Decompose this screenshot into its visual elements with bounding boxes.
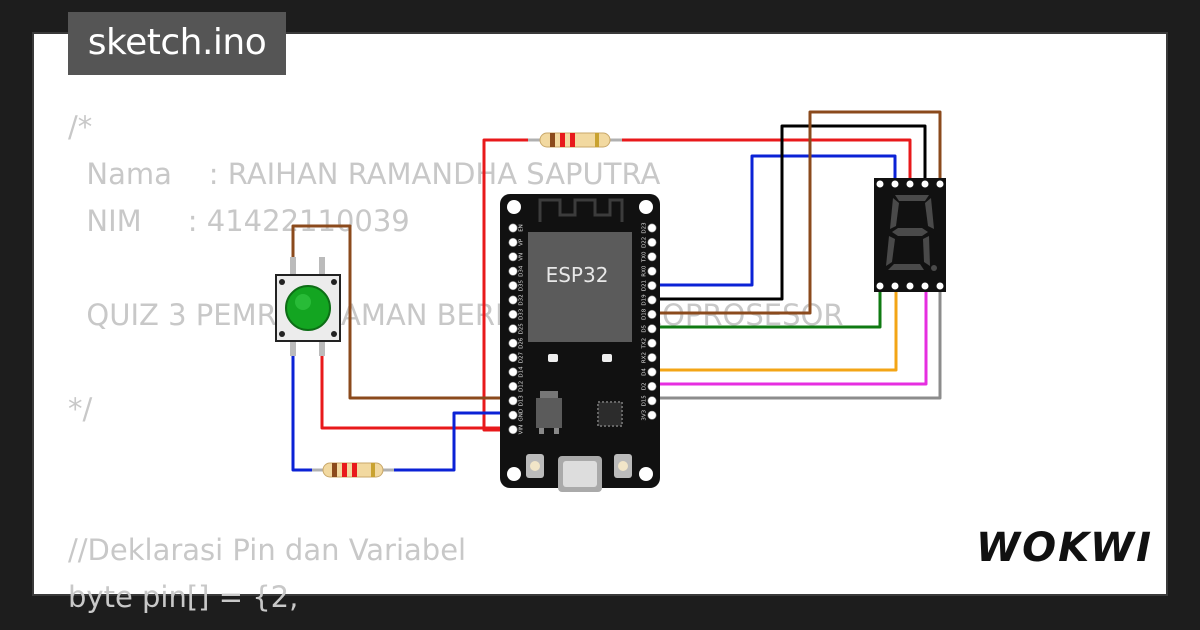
code-line: NIM : 41422110039 [68, 204, 410, 238]
esp32-pin[interactable] [508, 367, 518, 377]
esp32-pin[interactable] [647, 309, 657, 319]
esp32-board[interactable]: ESP32 ENVPVND34D35D32D33D25D26D27D14D12D… [500, 194, 660, 492]
esp32-pin-label: D22 [642, 237, 648, 248]
esp32-pin-label: D25 [519, 323, 525, 335]
code-line: */ [68, 392, 93, 426]
esp32-pin[interactable] [647, 266, 657, 276]
display-pin[interactable] [891, 180, 899, 188]
esp32-pin-label: VP [519, 238, 525, 246]
esp32-pin[interactable] [647, 410, 657, 420]
esp32-pin[interactable] [647, 381, 657, 391]
esp32-pin-label: VN [519, 253, 525, 261]
esp32-pin-label: D33 [519, 308, 525, 320]
esp32-pin-label: EN [519, 224, 525, 232]
esp32-pin[interactable] [508, 324, 518, 334]
display-pin[interactable] [936, 282, 944, 290]
esp32-pin[interactable] [508, 353, 518, 363]
esp32-pin[interactable] [508, 338, 518, 348]
esp32-pin[interactable] [647, 223, 657, 233]
esp32-pin[interactable] [647, 353, 657, 363]
esp32-pin[interactable] [647, 367, 657, 377]
code-line: /* [68, 110, 93, 144]
seven-segment-display[interactable] [874, 178, 946, 292]
esp32-pin-label: D26 [519, 337, 525, 349]
display-pin[interactable] [876, 180, 884, 188]
esp32-pin[interactable] [647, 295, 657, 305]
esp32-pin[interactable] [508, 381, 518, 391]
wire-red-button[interactable] [320, 352, 512, 430]
esp32-pin[interactable] [508, 252, 518, 262]
push-button[interactable] [275, 257, 341, 356]
wire-red-top-2[interactable] [610, 138, 912, 184]
wire-blue-button-2[interactable] [380, 411, 512, 472]
esp32-pin[interactable] [508, 281, 518, 291]
esp32-pin[interactable] [508, 295, 518, 305]
esp32-pin[interactable] [647, 252, 657, 262]
esp32-pin-label: VIN [519, 425, 525, 435]
file-tab[interactable]: sketch.ino [68, 12, 286, 75]
esp32-pin-label: TX2 [642, 338, 648, 350]
code-line: //Deklarasi Pin dan Variabel [68, 533, 467, 567]
esp32-pin-label: D12 [519, 381, 525, 392]
esp32-pin-label: RX0 [642, 265, 648, 277]
wire-orange[interactable] [652, 286, 898, 372]
resistor-top[interactable] [528, 132, 622, 148]
esp32-pin-label: TX0 [642, 251, 648, 263]
esp32-pin[interactable] [508, 266, 518, 276]
wire-brown-display[interactable] [652, 110, 942, 315]
esp32-pin-label: D23 [642, 222, 648, 234]
esp32-pin-label: D32 [519, 294, 525, 305]
esp32-pin[interactable] [508, 237, 518, 247]
esp32-pin-label: GND [519, 409, 525, 422]
wire-green[interactable] [652, 286, 882, 329]
display-pin[interactable] [906, 180, 914, 188]
esp32-pin-label: RX2 [642, 352, 648, 363]
esp32-pin[interactable] [508, 223, 518, 233]
wire-gray[interactable] [652, 286, 942, 400]
esp32-pin[interactable] [508, 396, 518, 406]
canvas-card: /* Nama : RAIHAN RAMANDHA SAPUTRA NIM : … [34, 34, 1166, 614]
display-pin[interactable] [906, 282, 914, 290]
wire-brown-button[interactable] [291, 224, 512, 400]
wire-red-top[interactable] [482, 138, 540, 432]
wire-blue-display[interactable] [652, 154, 897, 287]
esp32-pin-label: D21 [642, 280, 648, 291]
resistor-bottom[interactable] [312, 462, 394, 478]
display-pin[interactable] [936, 180, 944, 188]
code-line: Nama : RAIHAN RAMANDHA SAPUTRA [68, 157, 661, 191]
display-pin[interactable] [921, 282, 929, 290]
esp32-pin[interactable] [647, 396, 657, 406]
display-pin[interactable] [876, 282, 884, 290]
esp32-pin[interactable] [647, 338, 657, 348]
esp32-pin-label: D15 [642, 395, 648, 407]
display-pin[interactable] [921, 180, 929, 188]
esp32-pin-label: D19 [642, 294, 648, 306]
esp32-pin-label: D35 [519, 279, 525, 291]
wire-black[interactable] [652, 124, 927, 301]
esp32-pin[interactable] [508, 425, 518, 435]
wire-blue-button[interactable] [291, 352, 325, 472]
esp32-pin[interactable] [647, 281, 657, 291]
esp32-pin-label: D34 [519, 265, 525, 277]
esp32-pin-label: D13 [519, 395, 525, 407]
esp32-pin-label: D4 [642, 368, 648, 376]
esp32-pin-label: D14 [519, 366, 525, 378]
display-pin[interactable] [891, 282, 899, 290]
esp32-pin[interactable] [508, 410, 518, 420]
esp32-pin[interactable] [508, 309, 518, 319]
esp32-pin[interactable] [647, 324, 657, 334]
chip-label: ESP32 [546, 263, 609, 287]
code-line: byte pin[] = {2, [68, 580, 299, 614]
wire-magenta[interactable] [652, 286, 928, 386]
brand-logo: WOKWI [976, 525, 1154, 571]
esp32-pin-label: D5 [642, 324, 648, 332]
esp32-pin-label: D2 [642, 383, 648, 391]
esp32-pin-label: 3V3 [642, 409, 648, 420]
esp32-pin[interactable] [647, 237, 657, 247]
esp32-pin-label: D18 [642, 308, 648, 320]
esp32-pin-label: D27 [519, 351, 525, 363]
